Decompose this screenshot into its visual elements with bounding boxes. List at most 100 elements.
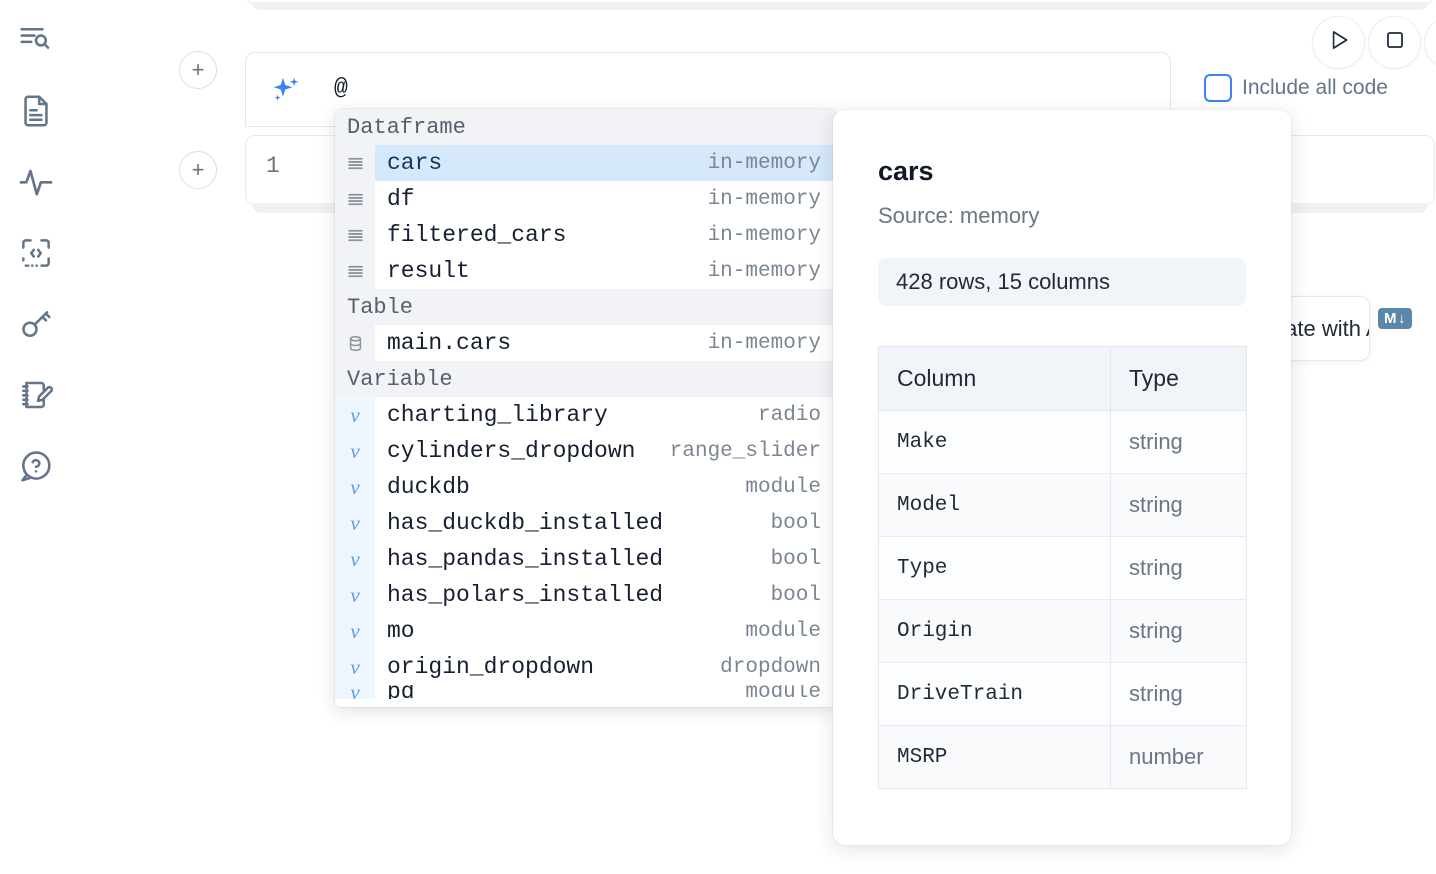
doc-shape-badge: 428 rows, 15 columns <box>878 258 1246 306</box>
variable-icon: v <box>335 541 375 577</box>
doc-column-name: Origin <box>878 599 1111 663</box>
markdown-letter: M <box>1384 310 1397 327</box>
variable-icon: v <box>335 469 375 505</box>
autocomplete-item[interactable]: v cylinders_dropdown range_slider <box>335 433 835 469</box>
doc-header-type: Type <box>1110 346 1247 411</box>
doc-column-type: string <box>1110 536 1247 600</box>
autocomplete-item-type: in-memory <box>707 331 821 355</box>
overflow-button[interactable] <box>1424 16 1436 69</box>
doc-table-header-row: Column Type <box>878 346 1247 411</box>
doc-column-type: string <box>1110 662 1247 726</box>
autocomplete-item-type: range_slider <box>669 439 821 463</box>
variable-icon: v <box>335 577 375 613</box>
file-document-icon <box>17 92 55 130</box>
doc-column-name: DriveTrain <box>878 662 1111 726</box>
autocomplete-section-header: Table <box>335 289 835 325</box>
documentation-panel: cars Source: memory 428 rows, 15 columns… <box>833 110 1291 845</box>
autocomplete-item-name: duckdb <box>387 474 470 500</box>
autocomplete-item-type: dropdown <box>720 655 821 679</box>
markdown-icon[interactable]: M ↓ <box>1378 308 1412 329</box>
autocomplete-item-name: has_pandas_installed <box>387 546 664 572</box>
add-cell-button-top[interactable]: + <box>179 51 217 89</box>
autocomplete-item-type: in-memory <box>707 187 821 211</box>
ai-prompt-input[interactable]: @ <box>334 75 348 101</box>
dataframe-rows-icon <box>335 253 375 289</box>
autocomplete-item[interactable]: df in-memory <box>335 181 835 217</box>
key-secrets-icon <box>17 305 55 343</box>
sidebar-item-files[interactable] <box>12 87 60 135</box>
outline-search-icon <box>17 21 55 59</box>
autocomplete-item-content: has_pandas_installed bool <box>375 541 835 577</box>
autocomplete-item[interactable]: result in-memory <box>335 253 835 289</box>
doc-column-type: number <box>1110 725 1247 789</box>
activity-pulse-icon <box>17 163 55 201</box>
autocomplete-item-name: origin_dropdown <box>387 654 595 680</box>
doc-column-name: MSRP <box>878 725 1111 789</box>
autocomplete-item-type: module <box>745 475 821 499</box>
scratchpad-edit-icon <box>17 376 55 414</box>
autocomplete-item-type: in-memory <box>707 223 821 247</box>
left-icon-rail <box>0 0 72 874</box>
autocomplete-item[interactable]: filtered_cars in-memory <box>335 217 835 253</box>
autocomplete-item-type: radio <box>757 403 821 427</box>
autocomplete-item[interactable]: v has_pandas_installed bool <box>335 541 835 577</box>
variable-icon: v <box>335 685 375 699</box>
cell-above-shadow <box>252 2 1428 10</box>
sidebar-item-activity[interactable] <box>12 158 60 206</box>
sidebar-item-help[interactable] <box>12 442 60 490</box>
play-triangle-icon <box>1326 27 1352 58</box>
autocomplete-item-name: df <box>387 186 415 212</box>
doc-column-type: string <box>1110 599 1247 663</box>
sidebar-item-secrets[interactable] <box>12 300 60 348</box>
autocomplete-item-type: in-memory <box>707 259 821 283</box>
variable-icon: v <box>335 433 375 469</box>
include-all-code-row[interactable]: Include all code <box>1204 74 1388 102</box>
autocomplete-item-content: filtered_cars in-memory <box>375 217 835 253</box>
autocomplete-item[interactable]: v origin_dropdown dropdown <box>335 649 835 685</box>
line-number: 1 <box>266 153 280 179</box>
dataframe-rows-icon <box>335 181 375 217</box>
run-button[interactable] <box>1312 16 1365 69</box>
autocomplete-item-name: result <box>387 258 470 284</box>
autocomplete-item-type: bool <box>770 547 821 571</box>
autocomplete-item[interactable]: main.cars in-memory <box>335 325 835 361</box>
autocomplete-item-name: filtered_cars <box>387 222 567 248</box>
sidebar-item-scratchpad[interactable] <box>12 371 60 419</box>
autocomplete-item-content: df in-memory <box>375 181 835 217</box>
database-table-icon <box>335 325 375 361</box>
autocomplete-item-type: bool <box>770 511 821 535</box>
autocomplete-section-header: Variable <box>335 361 835 397</box>
sidebar-item-snippets[interactable] <box>12 229 60 277</box>
autocomplete-item-name: main.cars <box>387 330 512 356</box>
stop-square-icon <box>1382 27 1408 58</box>
autocomplete-item-name: cylinders_dropdown <box>387 438 636 464</box>
dataframe-rows-icon <box>335 217 375 253</box>
autocomplete-section-header: Dataframe <box>335 109 835 145</box>
autocomplete-item-content: origin_dropdown dropdown <box>375 649 835 685</box>
sidebar-item-outline[interactable] <box>12 16 60 64</box>
stop-button[interactable] <box>1368 16 1421 69</box>
doc-column-name: Type <box>878 536 1111 600</box>
autocomplete-item-content: duckdb module <box>375 469 835 505</box>
add-cell-button-bottom[interactable]: + <box>179 151 217 189</box>
variable-icon: v <box>335 649 375 685</box>
autocomplete-item-type: module <box>745 619 821 643</box>
include-all-code-checkbox[interactable] <box>1204 74 1232 102</box>
